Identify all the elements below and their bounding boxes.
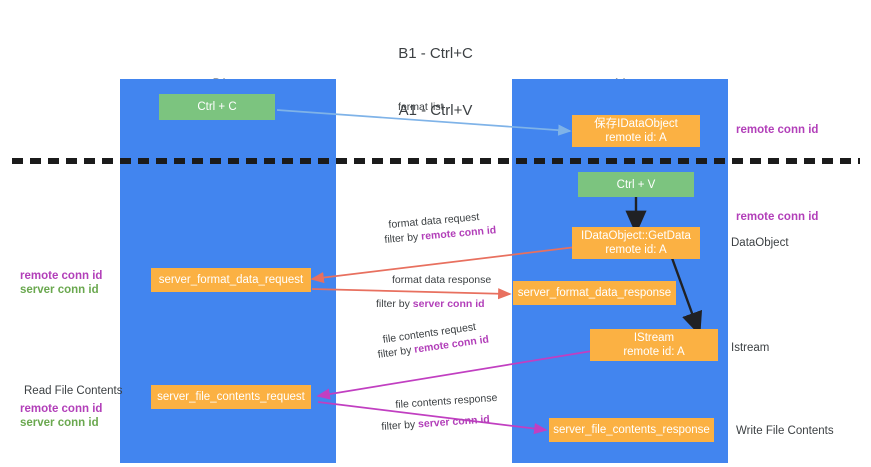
annotation-right-remote-conn-id-top: remote conn id: [736, 124, 819, 136]
node-server-format-data-request[interactable]: server_format_data_request: [151, 268, 311, 292]
annotation-right-remote-conn-id-mid: remote conn id: [736, 211, 819, 223]
arrow-format-list: [276, 109, 572, 136]
node-ctrl-v[interactable]: Ctrl + V: [578, 172, 694, 197]
arrow-format-data-request: [310, 246, 577, 284]
annotation-left-server-conn-id-mid: server conn id: [20, 284, 99, 296]
annotation-right-write-file-contents: Write File Contents: [736, 425, 834, 437]
node-idataobject-getdata-line1: IDataObject::GetData: [581, 230, 691, 242]
diagram-title-line-2: A1 - Ctrl+V: [398, 102, 473, 119]
node-istream-line1: IStream: [633, 332, 675, 344]
arrow-format-data-response: [311, 288, 512, 300]
edge-label-format-data-response-filter: filter by server conn id: [376, 298, 485, 311]
node-server-format-data-response[interactable]: server_format_data_response: [513, 281, 676, 305]
filter-prefix: filter by: [384, 230, 422, 246]
node-idataobject-getdata[interactable]: IDataObject::GetData remote id: A: [572, 227, 700, 259]
node-save-idataobject[interactable]: 保存IDataObject remote id: A: [572, 115, 700, 147]
arrow-getdata-to-istream: [670, 257, 703, 337]
node-ctrl-c[interactable]: Ctrl + C: [159, 94, 275, 120]
node-save-idataobject-line1: 保存IDataObject: [594, 118, 678, 130]
annotation-left-remote-conn-id-bot: remote conn id: [20, 403, 103, 415]
node-server-file-contents-response[interactable]: server_file_contents_response: [549, 418, 714, 442]
filter-prefix: filter by: [381, 418, 419, 433]
node-idataobject-getdata-line2: remote id: A: [605, 244, 667, 256]
diagram-title: B1 - Ctrl+C A1 - Ctrl+V: [0, 6, 871, 158]
arrow-file-contents-request: [316, 350, 593, 400]
filter-prefix: filter by: [376, 298, 413, 310]
filter-key-server-conn-id: server conn id: [412, 298, 485, 310]
diagram-title-line-1: B1 - Ctrl+C: [398, 45, 473, 62]
annotation-left-read-file-contents: Read File Contents: [24, 385, 123, 397]
arrow-file-contents-response: [317, 401, 548, 435]
node-save-idataobject-line2: remote id: A: [605, 132, 667, 144]
annotation-left-remote-conn-id-mid: remote conn id: [20, 270, 103, 282]
node-istream[interactable]: IStream remote id: A: [590, 329, 718, 361]
node-server-file-contents-request[interactable]: server_file_contents_request: [151, 385, 311, 409]
node-istream-line2: remote id: A: [623, 346, 685, 358]
edge-label-format-list: format list: [398, 101, 444, 113]
edge-label-format-data-response: format data response: [392, 274, 492, 286]
annotation-left-server-conn-id-bot: server conn id: [20, 417, 99, 429]
annotation-right-dataobject: DataObject: [731, 237, 789, 249]
annotation-right-istream: Istream: [731, 342, 770, 354]
